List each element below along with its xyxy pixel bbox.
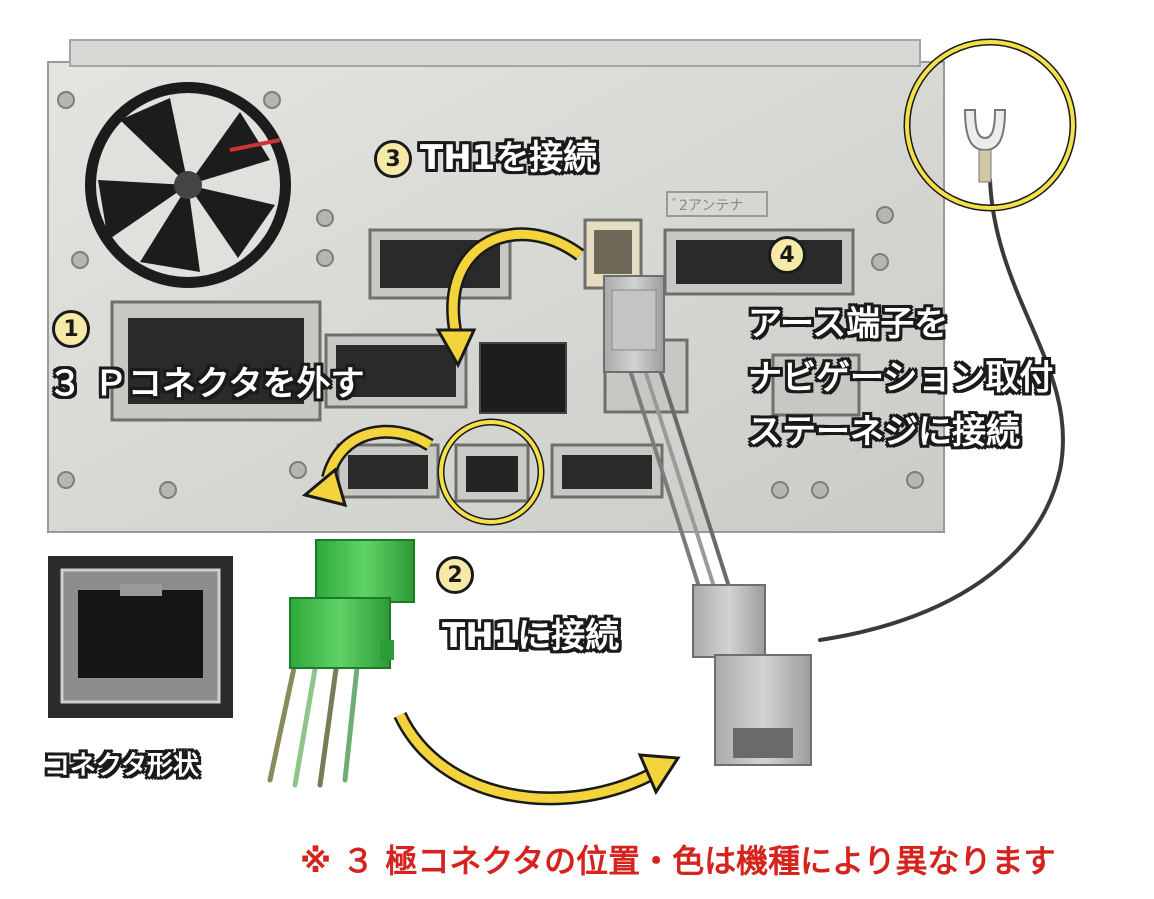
screws [57, 91, 924, 499]
step-4-line-2: ナビゲーション取付 [748, 358, 1054, 398]
green-3p-connector [289, 539, 415, 669]
step-2-number: 2 [436, 556, 474, 594]
step-3-label: TH1を接続 [420, 138, 598, 178]
antenna-label: ﾞ2アンテナ [672, 198, 743, 214]
step-3-number: 3 [374, 140, 412, 178]
step-4-line-1: アース端子を [748, 304, 949, 344]
highlight-circles [439, 40, 1075, 524]
step-4-number: 4 [768, 236, 806, 274]
footnote-note: ※ ３ 極コネクタの位置・色は機種により異なります [300, 842, 1056, 880]
step-2-label: TH1に接続 [442, 616, 620, 656]
step-1-label: ３ Ｐコネクタを外す [48, 364, 365, 404]
step-1-number: 1 [52, 310, 90, 348]
antenna-label-box [666, 191, 768, 217]
ground-wire [818, 178, 1066, 642]
black-connector [479, 342, 567, 414]
arrows [301, 227, 681, 806]
connector-sockets [128, 230, 842, 489]
ground-terminal [963, 109, 1007, 183]
step-4-line-3: ステーネジに接続 [748, 412, 1020, 452]
gray-th1-plug [603, 275, 665, 373]
gray-loose-connector [692, 584, 812, 766]
connector-shape-label: コネクタ形状 [44, 751, 199, 781]
connector-shape-inset [48, 556, 233, 718]
navigation-unit-chassis: ﾞ2アンテナ [47, 39, 945, 533]
cooling-fan [85, 82, 291, 288]
